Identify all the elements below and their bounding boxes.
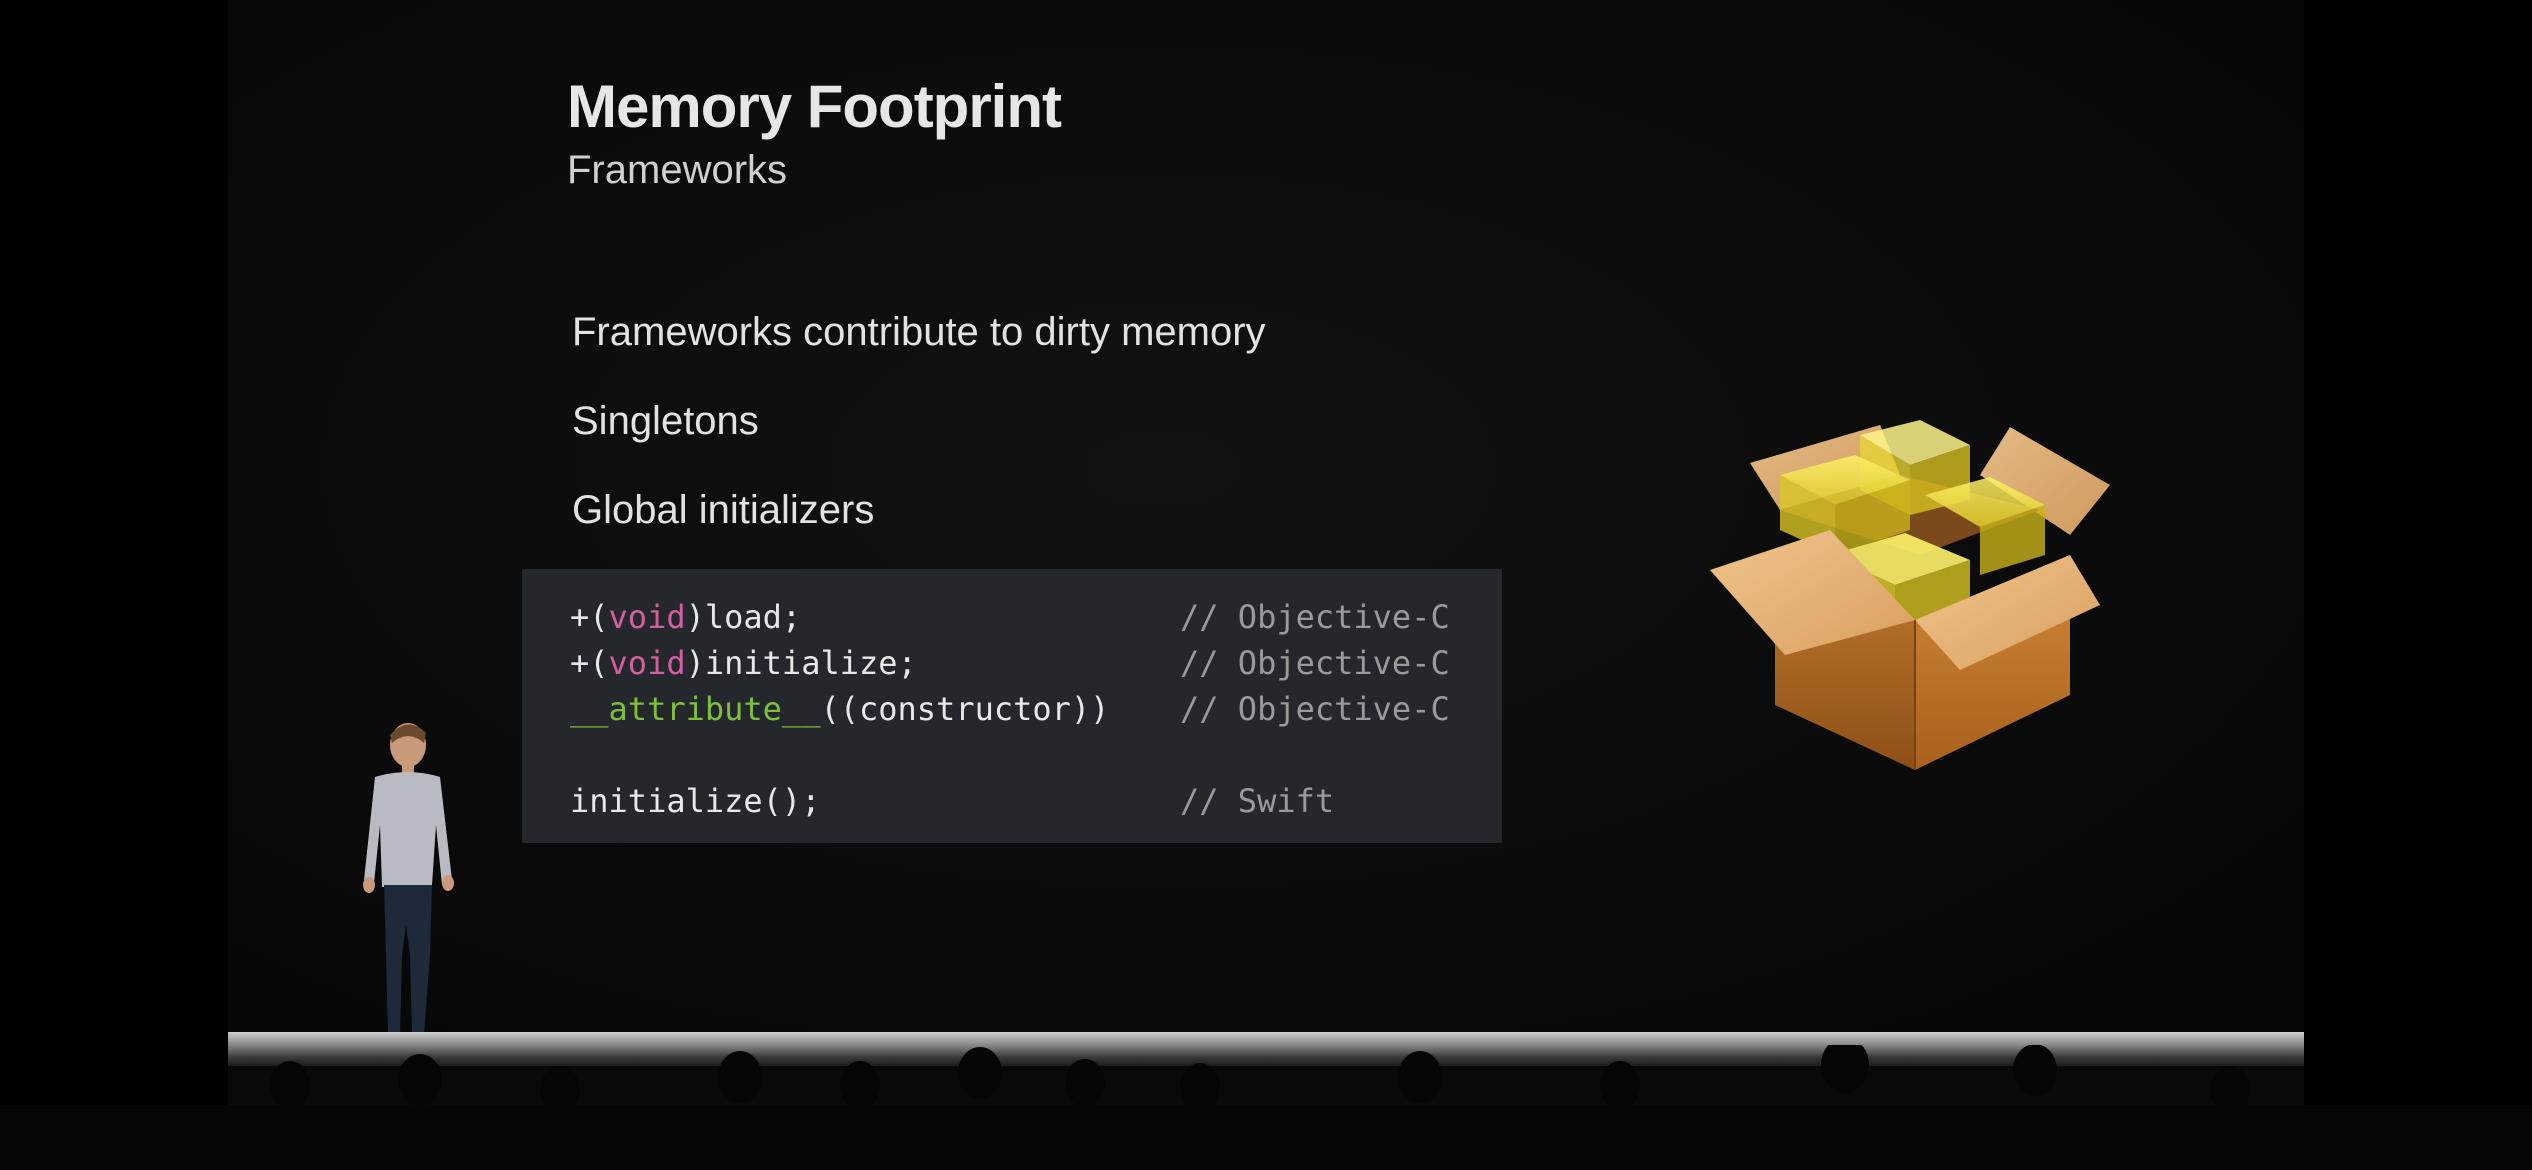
slide-subtitle: Frameworks [567, 148, 788, 192]
package-box-icon [1710, 420, 2110, 770]
bullet-singletons: Singletons [572, 399, 759, 443]
code-keyword: void [608, 598, 686, 636]
code-block: +(void)load; // Objective-C +(void)initi… [522, 569, 1502, 843]
bullet-global-initializers: Global initializers [572, 488, 875, 532]
code-comment: // Objective-C [1180, 690, 1450, 728]
presenter-figure [363, 723, 454, 1045]
code-token: )initialize; [685, 644, 917, 682]
code-comment: // Swift [1180, 782, 1335, 820]
code-line-initialize: +(void)initialize; [570, 643, 917, 683]
code-attribute: __attribute__ [570, 690, 821, 728]
code-keyword: void [608, 644, 686, 682]
slide-title: Memory Footprint [567, 73, 1062, 140]
code-comment: // Objective-C [1180, 598, 1450, 636]
stage-edge [228, 1032, 2304, 1068]
code-comment: // Objective-C [1180, 644, 1450, 682]
code-token: ((constructor)) [820, 690, 1110, 728]
audience-silhouettes [0, 1045, 2532, 1170]
code-line-swift: initialize(); [570, 782, 821, 820]
code-token: )load; [685, 598, 802, 636]
code-line-attribute: __attribute__((constructor)) [570, 689, 1109, 729]
code-token: +( [570, 644, 609, 682]
code-line-load: +(void)load; [570, 597, 801, 637]
bullet-dirty-memory: Frameworks contribute to dirty memory [572, 310, 1266, 354]
code-token: +( [570, 598, 609, 636]
